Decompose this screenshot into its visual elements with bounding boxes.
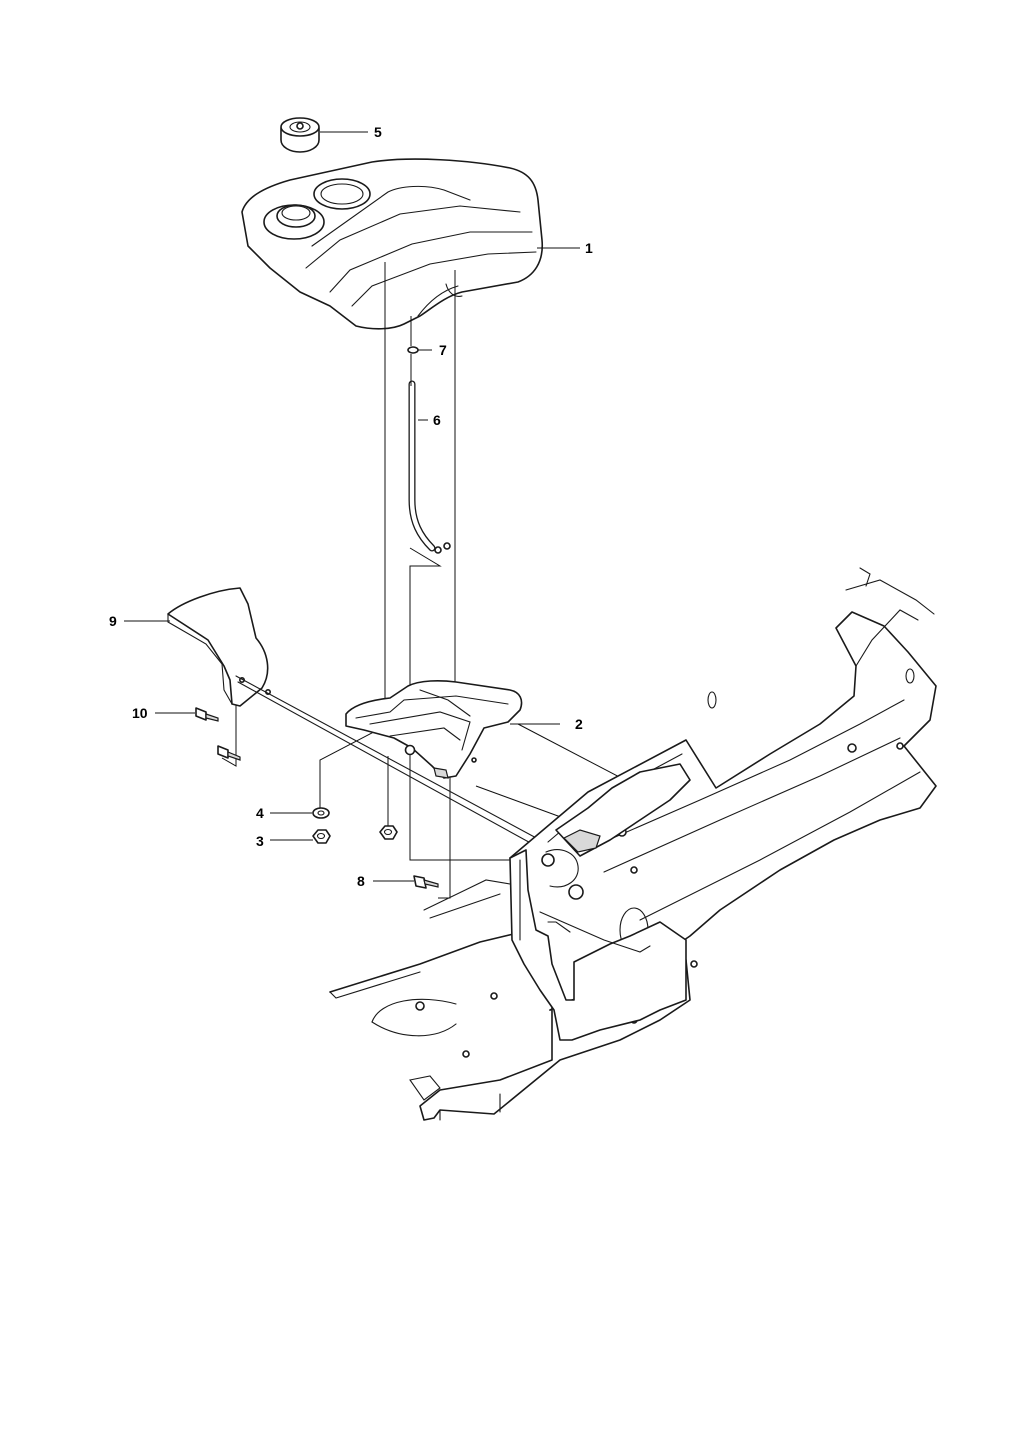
nut-2b [379, 825, 398, 840]
screw-8 [413, 875, 439, 889]
nut-3 [312, 829, 331, 844]
screw-lower [217, 745, 241, 761]
screws-10 [195, 707, 241, 761]
hose-clip [407, 346, 419, 354]
callout-2: 2 [575, 716, 583, 732]
callout-1: 1 [585, 240, 593, 256]
control-rod [235, 675, 541, 847]
tank-tray [345, 680, 523, 779]
callout-8: 8 [357, 873, 365, 889]
callout-7: 7 [439, 342, 447, 358]
callout-3: 3 [256, 833, 264, 849]
washer-4 [312, 807, 330, 819]
callout-5: 5 [374, 124, 382, 140]
callout-6: 6 [433, 412, 441, 428]
screw-upper [195, 707, 219, 722]
fuel-tank [241, 158, 543, 330]
bracket-shield [167, 587, 271, 707]
chassis-frame [329, 567, 937, 1121]
fuel-hose [408, 380, 451, 554]
leader-lines [124, 131, 580, 882]
callout-10: 10 [132, 705, 148, 721]
callout-4: 4 [256, 805, 264, 821]
callout-labels: 1 2 3 4 5 6 7 8 9 10 [109, 124, 593, 889]
fuel-cap [280, 117, 320, 153]
callout-9: 9 [109, 613, 117, 629]
